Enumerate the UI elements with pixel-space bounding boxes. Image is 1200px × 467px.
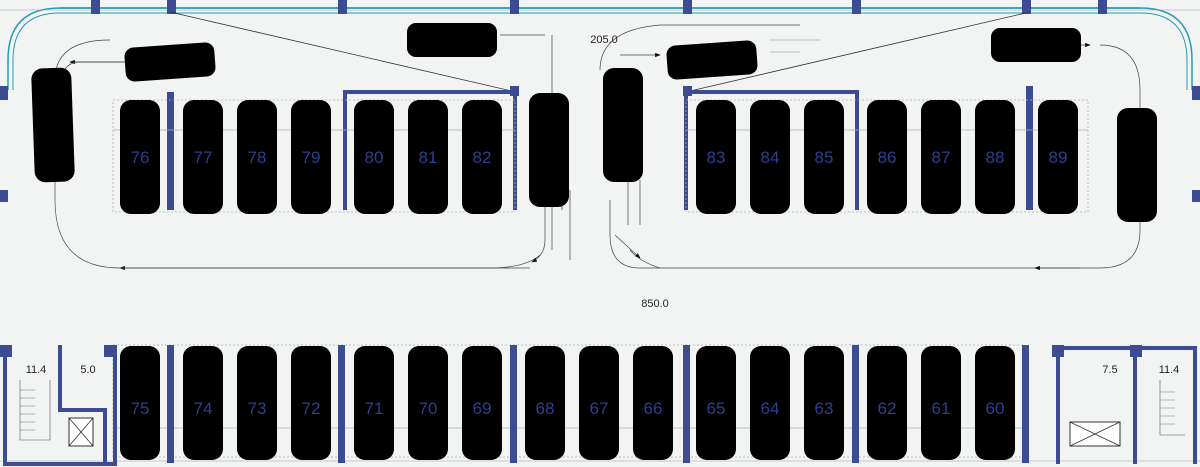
left-core (0, 345, 117, 466)
top-left-space-numbers: 76 77 78 79 80 81 82 (131, 148, 492, 167)
space-number: 63 (815, 399, 834, 418)
space-number: 66 (644, 399, 663, 418)
space-number: 76 (131, 148, 150, 167)
space-number: 70 (419, 399, 438, 418)
space-number: 87 (932, 148, 951, 167)
space-number: 62 (878, 399, 897, 418)
space-number: 75 (131, 399, 150, 418)
space-number: 81 (419, 148, 438, 167)
space-number: 60 (986, 399, 1005, 418)
space-number: 89 (1049, 148, 1068, 167)
space-number: 73 (248, 399, 267, 418)
top-columns (0, 0, 1200, 202)
space-number: 72 (302, 399, 321, 418)
bottom-space-numbers: 75 74 73 72 71 70 69 68 67 66 65 64 63 6… (131, 399, 1005, 418)
space-number: 82 (473, 148, 492, 167)
space-number: 78 (248, 148, 267, 167)
reference-lines (169, 11, 1031, 93)
left-lift-dimension: 5.0 (80, 364, 95, 376)
space-number: 85 (815, 148, 834, 167)
space-number: 71 (365, 399, 384, 418)
aisle-dimension: 205.0 (590, 34, 618, 46)
space-number: 64 (761, 399, 780, 418)
right-stair-dimension: 11.4 (1159, 364, 1180, 376)
space-number: 65 (707, 399, 726, 418)
dimension-labels: 205.0 850.0 11.4 5.0 7.5 11.4 (26, 34, 1180, 376)
space-number: 88 (986, 148, 1005, 167)
right-lift-dimension: 7.5 (1102, 364, 1117, 376)
top-right-space-numbers: 83 84 85 86 87 88 89 (707, 148, 1068, 167)
left-stair-dimension: 11.4 (26, 364, 47, 376)
space-number: 83 (707, 148, 726, 167)
perimeter-walls (0, 7, 1200, 462)
space-number: 74 (194, 399, 213, 418)
space-number: 68 (536, 399, 555, 418)
space-number: 80 (365, 148, 384, 167)
space-number: 61 (932, 399, 951, 418)
space-number: 67 (590, 399, 609, 418)
space-number: 84 (761, 148, 780, 167)
space-number: 79 (302, 148, 321, 167)
overall-width-dimension: 850.0 (641, 298, 669, 310)
right-core (1052, 345, 1197, 464)
space-number: 86 (878, 148, 897, 167)
space-number: 69 (473, 399, 492, 418)
space-number: 77 (194, 148, 213, 167)
